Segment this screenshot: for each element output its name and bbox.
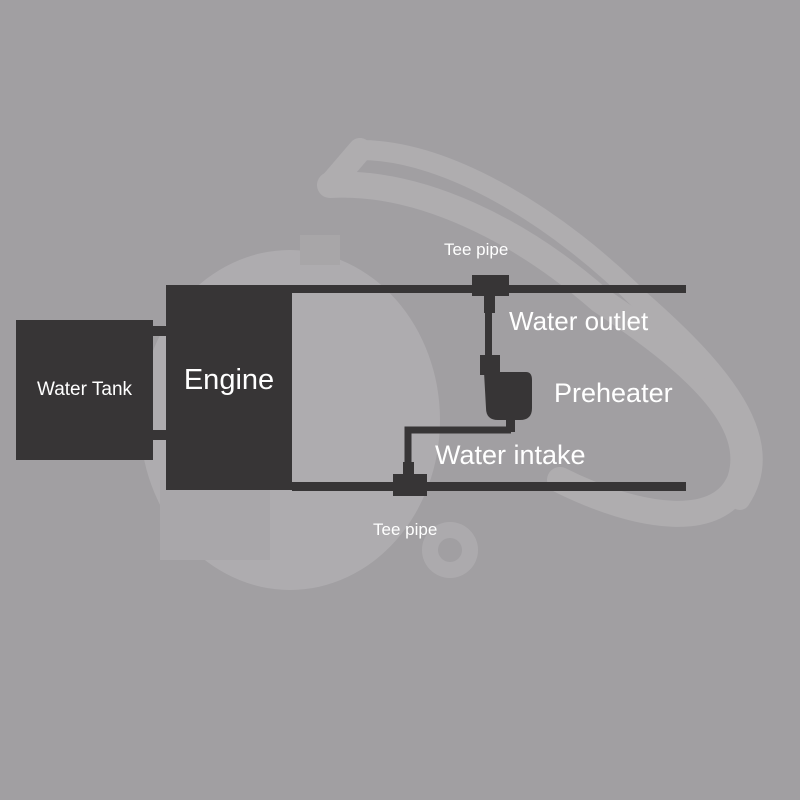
water-tank <box>16 320 153 460</box>
preheater-label: Preheater <box>554 378 673 408</box>
tee-bottom-stem <box>403 462 414 478</box>
intake-branch-pipe <box>404 426 511 470</box>
water-intake-label: Water intake <box>435 440 586 470</box>
tank-engine-connector-bottom <box>153 430 166 440</box>
engine-block <box>166 285 292 490</box>
preheater-icon <box>480 355 532 432</box>
tee-pipe-top-label: Tee pipe <box>444 240 509 259</box>
engine-label: Engine <box>183 364 275 396</box>
tee-pipe-bottom <box>393 474 427 496</box>
intake-main-pipe <box>292 482 686 491</box>
tee-pipe-top <box>472 275 509 296</box>
water-outlet-label: Water outlet <box>509 306 649 336</box>
water-tank-label: Water Tank <box>36 379 133 400</box>
tee-pipe-bottom-label: Tee pipe <box>373 520 438 539</box>
tank-engine-connector-top <box>153 326 166 336</box>
outlet-branch-pipe <box>485 300 492 370</box>
